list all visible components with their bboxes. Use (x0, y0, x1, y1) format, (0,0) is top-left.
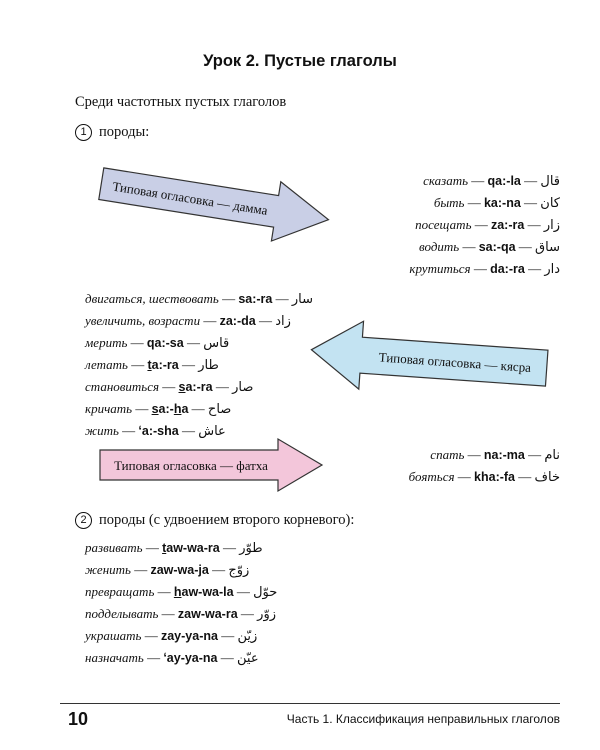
section-1-heading: 1 породы: (75, 124, 149, 141)
list-item: жить — ʻa:-sha — عاش (85, 423, 226, 439)
list-item: украшать — zay-ya-na — زيّن (85, 628, 258, 644)
fatha-verb-list: спать — na:-ma — نام бояться — kha:-fa — … (409, 444, 560, 488)
page-title: Урок 2. Пустые глаголы (203, 52, 397, 70)
list-item: сказать — qa:-la — قال (423, 173, 560, 189)
fatha-arrow-shape (99, 437, 324, 493)
list-item: посещать — za:-ra — زار (415, 217, 560, 233)
list-item: спать — na:-ma — نام (430, 447, 560, 463)
list-item: женить — zaw-wa-ja — زوّج (85, 562, 250, 578)
kasra-arrow-shape (310, 320, 549, 391)
damma-arrow: Типовая огласовка — дамма (98, 167, 330, 242)
list-item: летать — ta:-ra — طار (85, 357, 219, 373)
list-item: бояться — kha:-fa — خاف (408, 469, 560, 485)
list-item: превращать — haw-wa-la — حوّل (85, 584, 278, 600)
list-item: мерить — qa:-sa — قاس (85, 335, 230, 351)
list-item: подделывать — zaw-wa-ra — زوّر (85, 606, 277, 622)
section-label: породы: (99, 124, 150, 140)
circled-number: 1 (75, 124, 92, 141)
list-item: становиться — sa:-ra — صار (85, 379, 254, 395)
intro-text: Среди частотных пустых глаголов (75, 94, 287, 110)
damma-arrow-shape (98, 167, 330, 242)
circled-number: 2 (75, 512, 92, 529)
kasra-verb-list: двигаться, шествовать — sa:-ra — سار уве… (85, 288, 313, 442)
list-item: двигаться, шествовать — sa:-ra — سار (85, 291, 313, 307)
list-item: кричать — sa:-ha — صاح (85, 401, 232, 417)
list-item: назначать — ʻay-ya-na — عيّن (85, 650, 259, 666)
kasra-arrow: Типовая огласовка — кясра (310, 320, 549, 391)
page-number: 10 (68, 709, 89, 729)
footer-text: Часть 1. Классификация неправильных глаг… (286, 712, 560, 726)
list-item: развивать — taw-wa-ra — طوّر (85, 540, 263, 556)
list-item: водить — sa:-qa — ساق (419, 239, 560, 255)
doubled-verb-list: развивать — taw-wa-ra — طوّر женить — za… (85, 537, 277, 669)
list-item: крутиться — da:-ra — دار (409, 261, 560, 277)
fatha-arrow-label: Типовая огласовка — фатха (114, 458, 268, 473)
footer-divider (60, 703, 560, 704)
fatha-arrow: Типовая огласовка — фатха (99, 437, 324, 493)
damma-verb-list: сказать — qa:-la — قال быть — ka:-na — كا… (409, 170, 560, 280)
list-item: быть — ka:-na — كان (433, 195, 560, 211)
list-item: увеличить, возрасти — za:-da — زاد (85, 313, 291, 329)
section-label: породы (с удвоением второго корневого): (99, 512, 355, 528)
section-2-heading: 2 породы (с удвоением второго корневого)… (75, 512, 354, 529)
